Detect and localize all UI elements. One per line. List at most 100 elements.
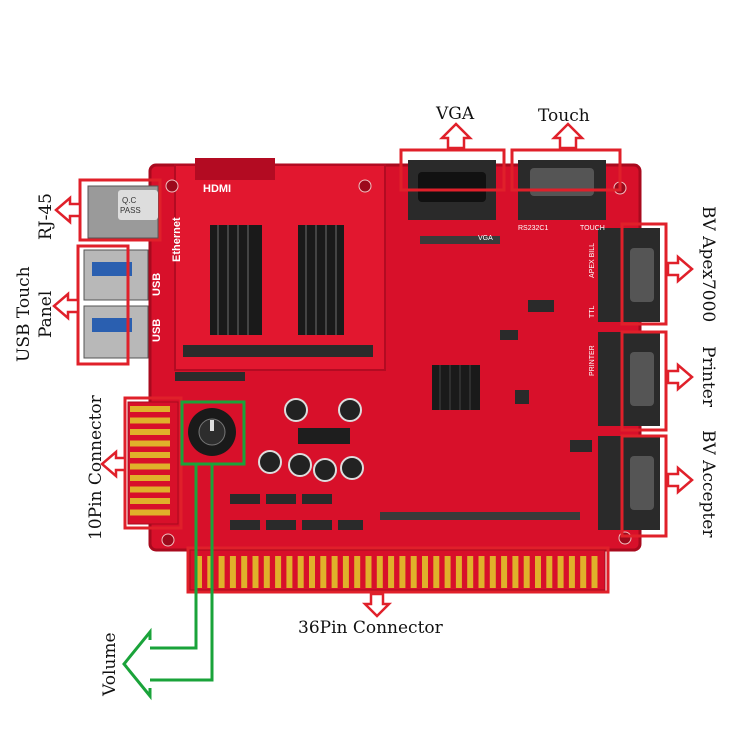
- edge-pin: [342, 556, 349, 588]
- edge-pin: [580, 556, 587, 588]
- arrow-printer: [666, 362, 694, 392]
- board-text-printer: PRINTER: [589, 345, 596, 376]
- edge-pin: [331, 556, 338, 588]
- edge-pin: [410, 556, 417, 588]
- pin-header: [183, 345, 373, 357]
- edge-pin: [591, 556, 598, 588]
- edge-pin: [130, 486, 170, 493]
- small-chips: [230, 236, 592, 530]
- board-text-hdmi: HDMI: [203, 183, 231, 195]
- edge-pin: [501, 556, 508, 588]
- edge-pin: [229, 556, 236, 588]
- volume-leader-line: [150, 464, 214, 682]
- edge-pin: [422, 556, 428, 588]
- board-text-usb-2: USB: [151, 319, 163, 342]
- edge-pin: [535, 556, 541, 588]
- edge-pin: [478, 556, 485, 588]
- label-touch: Touch: [538, 106, 590, 126]
- callout-box-apex: [620, 222, 668, 326]
- edge-pin: [433, 556, 440, 588]
- edge-pin: [275, 556, 282, 588]
- edge-pin: [444, 556, 451, 588]
- label-rj45: RJ-45: [36, 193, 56, 240]
- board-text-touch: TOUCH: [580, 225, 605, 232]
- callout-box-touch: [510, 148, 622, 192]
- edge-connector-36pin: [189, 549, 606, 591]
- callout-box-vga: [399, 148, 506, 192]
- edge-pin: [130, 463, 170, 470]
- edge-pin: [568, 556, 575, 588]
- board-text-vga: VGA: [478, 235, 493, 242]
- edge-pin: [309, 556, 315, 588]
- arrow-touch: [550, 122, 586, 150]
- edge-pin: [130, 452, 170, 458]
- board-text-apex-bill: APEX BILL: [589, 243, 596, 278]
- usb-port-1: [83, 249, 149, 301]
- volume-knob: [188, 408, 236, 456]
- board-text-usb-1: USB: [151, 273, 163, 296]
- usb-port-2: [83, 305, 149, 359]
- edge-pin: [557, 556, 564, 588]
- board-text-ethernet: Ethernet: [171, 217, 183, 262]
- arrow-usb: [52, 291, 80, 321]
- edge-pin: [130, 429, 170, 435]
- heatsink-left: [210, 225, 262, 335]
- edge-pin: [286, 556, 293, 588]
- edge-pin: [546, 556, 553, 588]
- edge-pin: [320, 556, 327, 588]
- label-vga: VGA: [436, 104, 475, 124]
- arrow-accepter: [666, 465, 694, 495]
- edge-pin: [130, 498, 170, 504]
- callout-box-36pin: [186, 546, 610, 594]
- edge-pin: [196, 556, 202, 588]
- edge-pin: [297, 556, 304, 588]
- heatsink-right: [298, 225, 344, 335]
- label-usb-touch-line1: USB Touch: [14, 266, 34, 362]
- edge-pin: [130, 406, 170, 412]
- label-36pin: 36Pin Connector: [298, 618, 443, 638]
- edge-pin: [376, 556, 383, 588]
- edge-pin: [130, 509, 170, 516]
- printer-port: [598, 332, 660, 426]
- rj45-port: [87, 185, 159, 239]
- label-bv-apex: BV Apex7000: [698, 206, 718, 323]
- label-10pin: 10Pin Connector: [86, 395, 106, 540]
- arrow-apex: [666, 254, 694, 284]
- edge-pin: [218, 556, 225, 588]
- arrow-36pin: [361, 592, 393, 618]
- arrow-rj45: [54, 195, 82, 225]
- edge-pin: [252, 556, 259, 588]
- label-usb-touch-line2: Panel: [36, 290, 56, 338]
- board-text-pass: PASS: [120, 206, 141, 215]
- arrow-10pin: [100, 449, 127, 479]
- edge-pin: [241, 556, 248, 588]
- edge-pin: [455, 556, 462, 588]
- board-text-qc: Q.C: [122, 196, 136, 205]
- edge-pin: [365, 556, 372, 588]
- board-text-rs232: RS232C1: [518, 225, 548, 232]
- edge-pin: [467, 556, 474, 588]
- label-bv-accepter: BV Accepter: [698, 430, 718, 538]
- capacitors: [258, 398, 364, 482]
- label-printer: Printer: [698, 346, 718, 407]
- apex-port: [598, 228, 660, 322]
- edge-pin: [489, 556, 496, 588]
- edge-connector-10pin: [127, 401, 179, 525]
- label-volume: Volume: [100, 632, 120, 696]
- edge-pin: [130, 417, 170, 424]
- arrow-volume: [122, 627, 152, 701]
- edge-pin: [130, 440, 170, 447]
- arrow-vga: [438, 122, 474, 150]
- board-text-ttl: TTL: [589, 305, 596, 318]
- edge-pin: [207, 556, 214, 588]
- callout-box-accepter: [620, 434, 668, 538]
- pin-header-2: [175, 372, 245, 381]
- edge-pin: [523, 556, 530, 588]
- edge-pin: [354, 556, 361, 588]
- edge-pin: [130, 475, 170, 481]
- edge-pin: [399, 556, 406, 588]
- edge-pin: [512, 556, 519, 588]
- edge-pin: [263, 556, 270, 588]
- edge-pin: [388, 556, 395, 588]
